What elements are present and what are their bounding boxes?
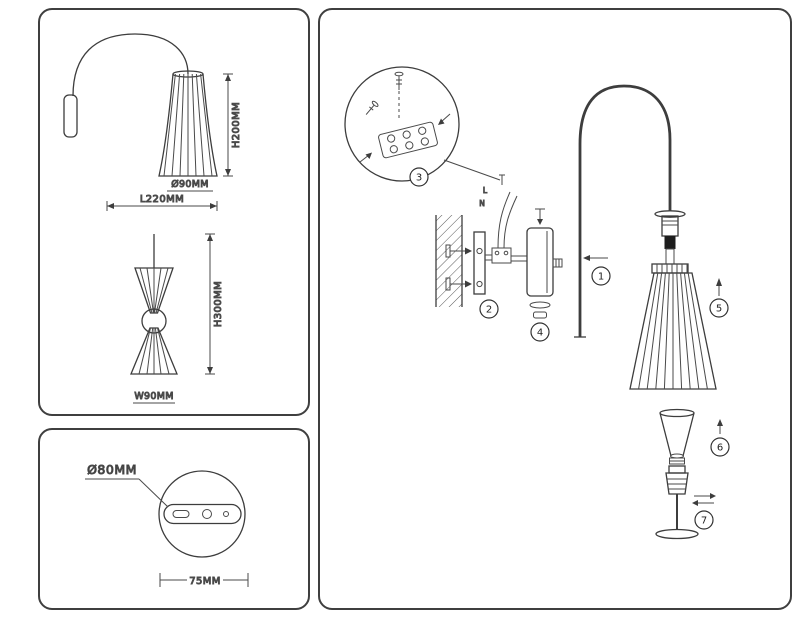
curved-arm: [574, 84, 672, 338]
diffuser-cone: [659, 408, 695, 465]
dimension-diameter-front: Ø90MM: [167, 179, 213, 192]
width-side-label: W90MM: [134, 391, 173, 402]
wire-label-neutral: N: [479, 199, 485, 208]
wall-plate: [63, 94, 78, 138]
curved-arm: [72, 33, 189, 97]
step-number: 3: [416, 173, 422, 184]
canopy-circle: [158, 470, 246, 558]
step-badge-1: 1: [591, 266, 611, 286]
screw-icon: [365, 100, 379, 115]
screw-icon: [394, 71, 404, 118]
supply-wires: L N: [479, 186, 518, 249]
stem-and-base: [655, 494, 699, 540]
mounting-screw-icon: [445, 244, 472, 258]
step1-arrow-icon: [583, 255, 608, 261]
mounting-screw-icon: [445, 277, 472, 291]
height-side-label: H300MM: [213, 281, 224, 327]
step-number: 4: [537, 328, 543, 339]
dimension-height-side: H300MM: [205, 233, 225, 375]
grub-screw-icon: [499, 174, 505, 185]
dimension-hole-spacing: 75MM: [159, 573, 249, 588]
slot-hole: [172, 510, 190, 518]
step6-arrow-icon: [717, 419, 723, 434]
plate-diameter-label: Ø80MM: [87, 462, 137, 477]
dimension-width-side: W90MM: [133, 391, 175, 404]
mount-plate-detail: [158, 470, 246, 558]
lampholder: [665, 465, 689, 495]
detail-bubble: [344, 66, 460, 182]
center-hole: [202, 509, 212, 519]
canopy: [526, 227, 563, 297]
terminal-block-icon: [378, 121, 438, 159]
step-number: 7: [701, 516, 707, 527]
shade-ring: [651, 263, 689, 274]
step-number: 1: [598, 272, 604, 283]
wall-section: [435, 215, 463, 307]
lower-cone: [130, 327, 178, 375]
hole-spacing-label: 75MM: [189, 576, 221, 587]
wire-label-live: L: [483, 186, 488, 195]
dimension-plate-diameter: Ø80MM: [85, 462, 169, 508]
step-number: 6: [717, 443, 723, 454]
dimension-length-front: L220MM: [106, 194, 218, 211]
diameter-front-label: Ø90MM: [171, 179, 208, 190]
step-number: 5: [716, 304, 722, 315]
wall-bracket: [473, 231, 486, 295]
step-badge-4: 4: [530, 322, 550, 342]
leader-line: [138, 478, 169, 508]
upper-cone: [134, 267, 174, 314]
step-badge-7: 7: [694, 510, 714, 530]
washer-nut-icon: [529, 301, 551, 319]
wall-lamp-front-view: [63, 33, 218, 177]
wall-lamp-side-view: [130, 234, 178, 375]
step5-arrow-icon: [716, 278, 722, 296]
step-badge-6: 6: [710, 437, 730, 457]
step-badge-3: 3: [409, 167, 429, 187]
height-front-label: H200MM: [231, 102, 242, 148]
lamp-socket: [654, 210, 686, 265]
step-number: 2: [486, 305, 492, 316]
pleated-shade: [629, 272, 717, 390]
pleated-shade: [158, 70, 218, 177]
step-badge-2: 2: [479, 299, 499, 319]
bubble-leader-line: [443, 159, 501, 181]
panel-dimensions: H200MM Ø90MM L220MM: [38, 8, 310, 416]
small-hole: [223, 511, 229, 517]
insert-arrow-icon: [359, 113, 451, 163]
canopy-screw-icon: [535, 208, 545, 225]
mount-bar: [163, 503, 242, 525]
dimension-height-front: H200MM: [223, 73, 243, 177]
step-badge-5: 5: [709, 298, 729, 318]
panel-mount-plate: Ø80MM 75MM: [38, 428, 310, 610]
panel-assembly: L N: [318, 8, 792, 610]
terminal-block: [485, 247, 527, 264]
length-front-label: L220MM: [140, 194, 184, 205]
rotate-arrows-icon: [692, 493, 716, 506]
